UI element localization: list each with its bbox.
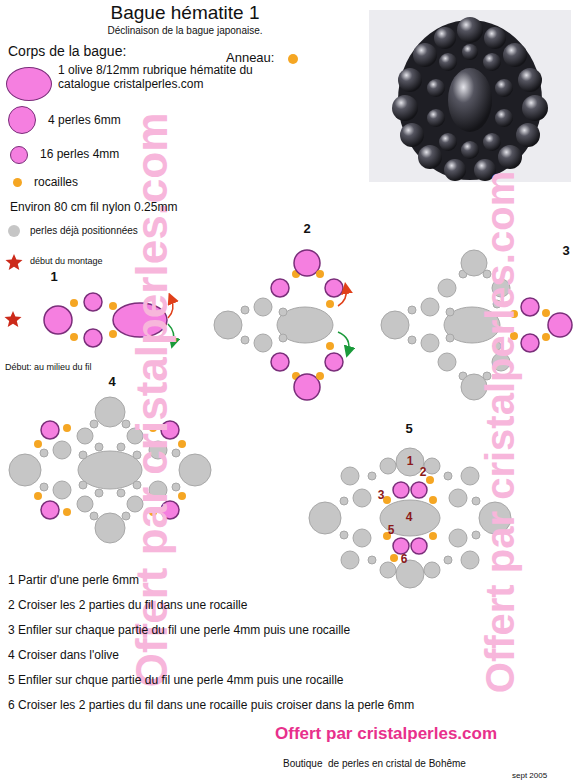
footer: Boutique de perles en cristal de Bohême — [283, 758, 466, 770]
legend-text: 16 perles 4mm — [40, 148, 119, 162]
step-number: 5 — [405, 422, 412, 437]
callout-number: 5 — [388, 524, 395, 538]
legend-swatch — [288, 54, 298, 64]
note: Environ 80 cm fil nylon 0.25mm — [10, 201, 177, 215]
legend-text: perles déjà positionnées — [30, 225, 138, 237]
legend-swatch — [10, 146, 28, 164]
step-number: 3 — [562, 244, 569, 259]
step-number: 4 — [108, 375, 115, 390]
legend-text: 1 olive 8/12mm rubrique hématite du cata… — [58, 64, 263, 92]
callout-number: 4 — [406, 511, 413, 525]
title: Bague hématite 1 — [111, 2, 260, 24]
section-heading: Corps de la bague: — [8, 43, 126, 59]
legend-text: début du montage — [30, 256, 103, 266]
legend-text: Anneau: — [226, 51, 274, 66]
instruction: 5 Enfiler sur chque partie du fil une pe… — [8, 674, 344, 688]
instruction: 6 Croiser les 2 parties du fil dans une … — [8, 699, 414, 713]
credit: Offert par cristalperles.com — [275, 724, 497, 744]
instruction: 1 Partir d'une perle 6mm — [8, 574, 139, 588]
legend-swatch — [8, 106, 36, 134]
callout-number: 6 — [401, 553, 408, 567]
instruction: 3 Enfiler sur chaque partie du fil une p… — [8, 624, 350, 638]
callout-number: 2 — [420, 466, 427, 480]
callout-number: 1 — [407, 455, 414, 469]
instruction: 2 Croiser les 2 parties du fil dans une … — [8, 599, 247, 613]
legend-text: rocailles — [34, 176, 78, 190]
step-number: 1 — [50, 270, 57, 285]
legend-swatch — [13, 178, 22, 187]
subtitle: Déclinaison de la bague japonaise. — [107, 25, 262, 37]
step-number: 2 — [303, 222, 310, 237]
instruction: 4 Croiser dans l'olive — [8, 649, 119, 663]
legend-text: 4 perles 6mm — [48, 114, 121, 128]
legend-swatch — [8, 225, 20, 237]
note: Début: au milieu du fil — [5, 362, 92, 372]
date: sept 2005 — [512, 771, 547, 780]
watermark: Offert par cristalperles.com — [477, 171, 523, 693]
callout-number: 3 — [378, 489, 385, 503]
legend-swatch — [6, 67, 52, 101]
